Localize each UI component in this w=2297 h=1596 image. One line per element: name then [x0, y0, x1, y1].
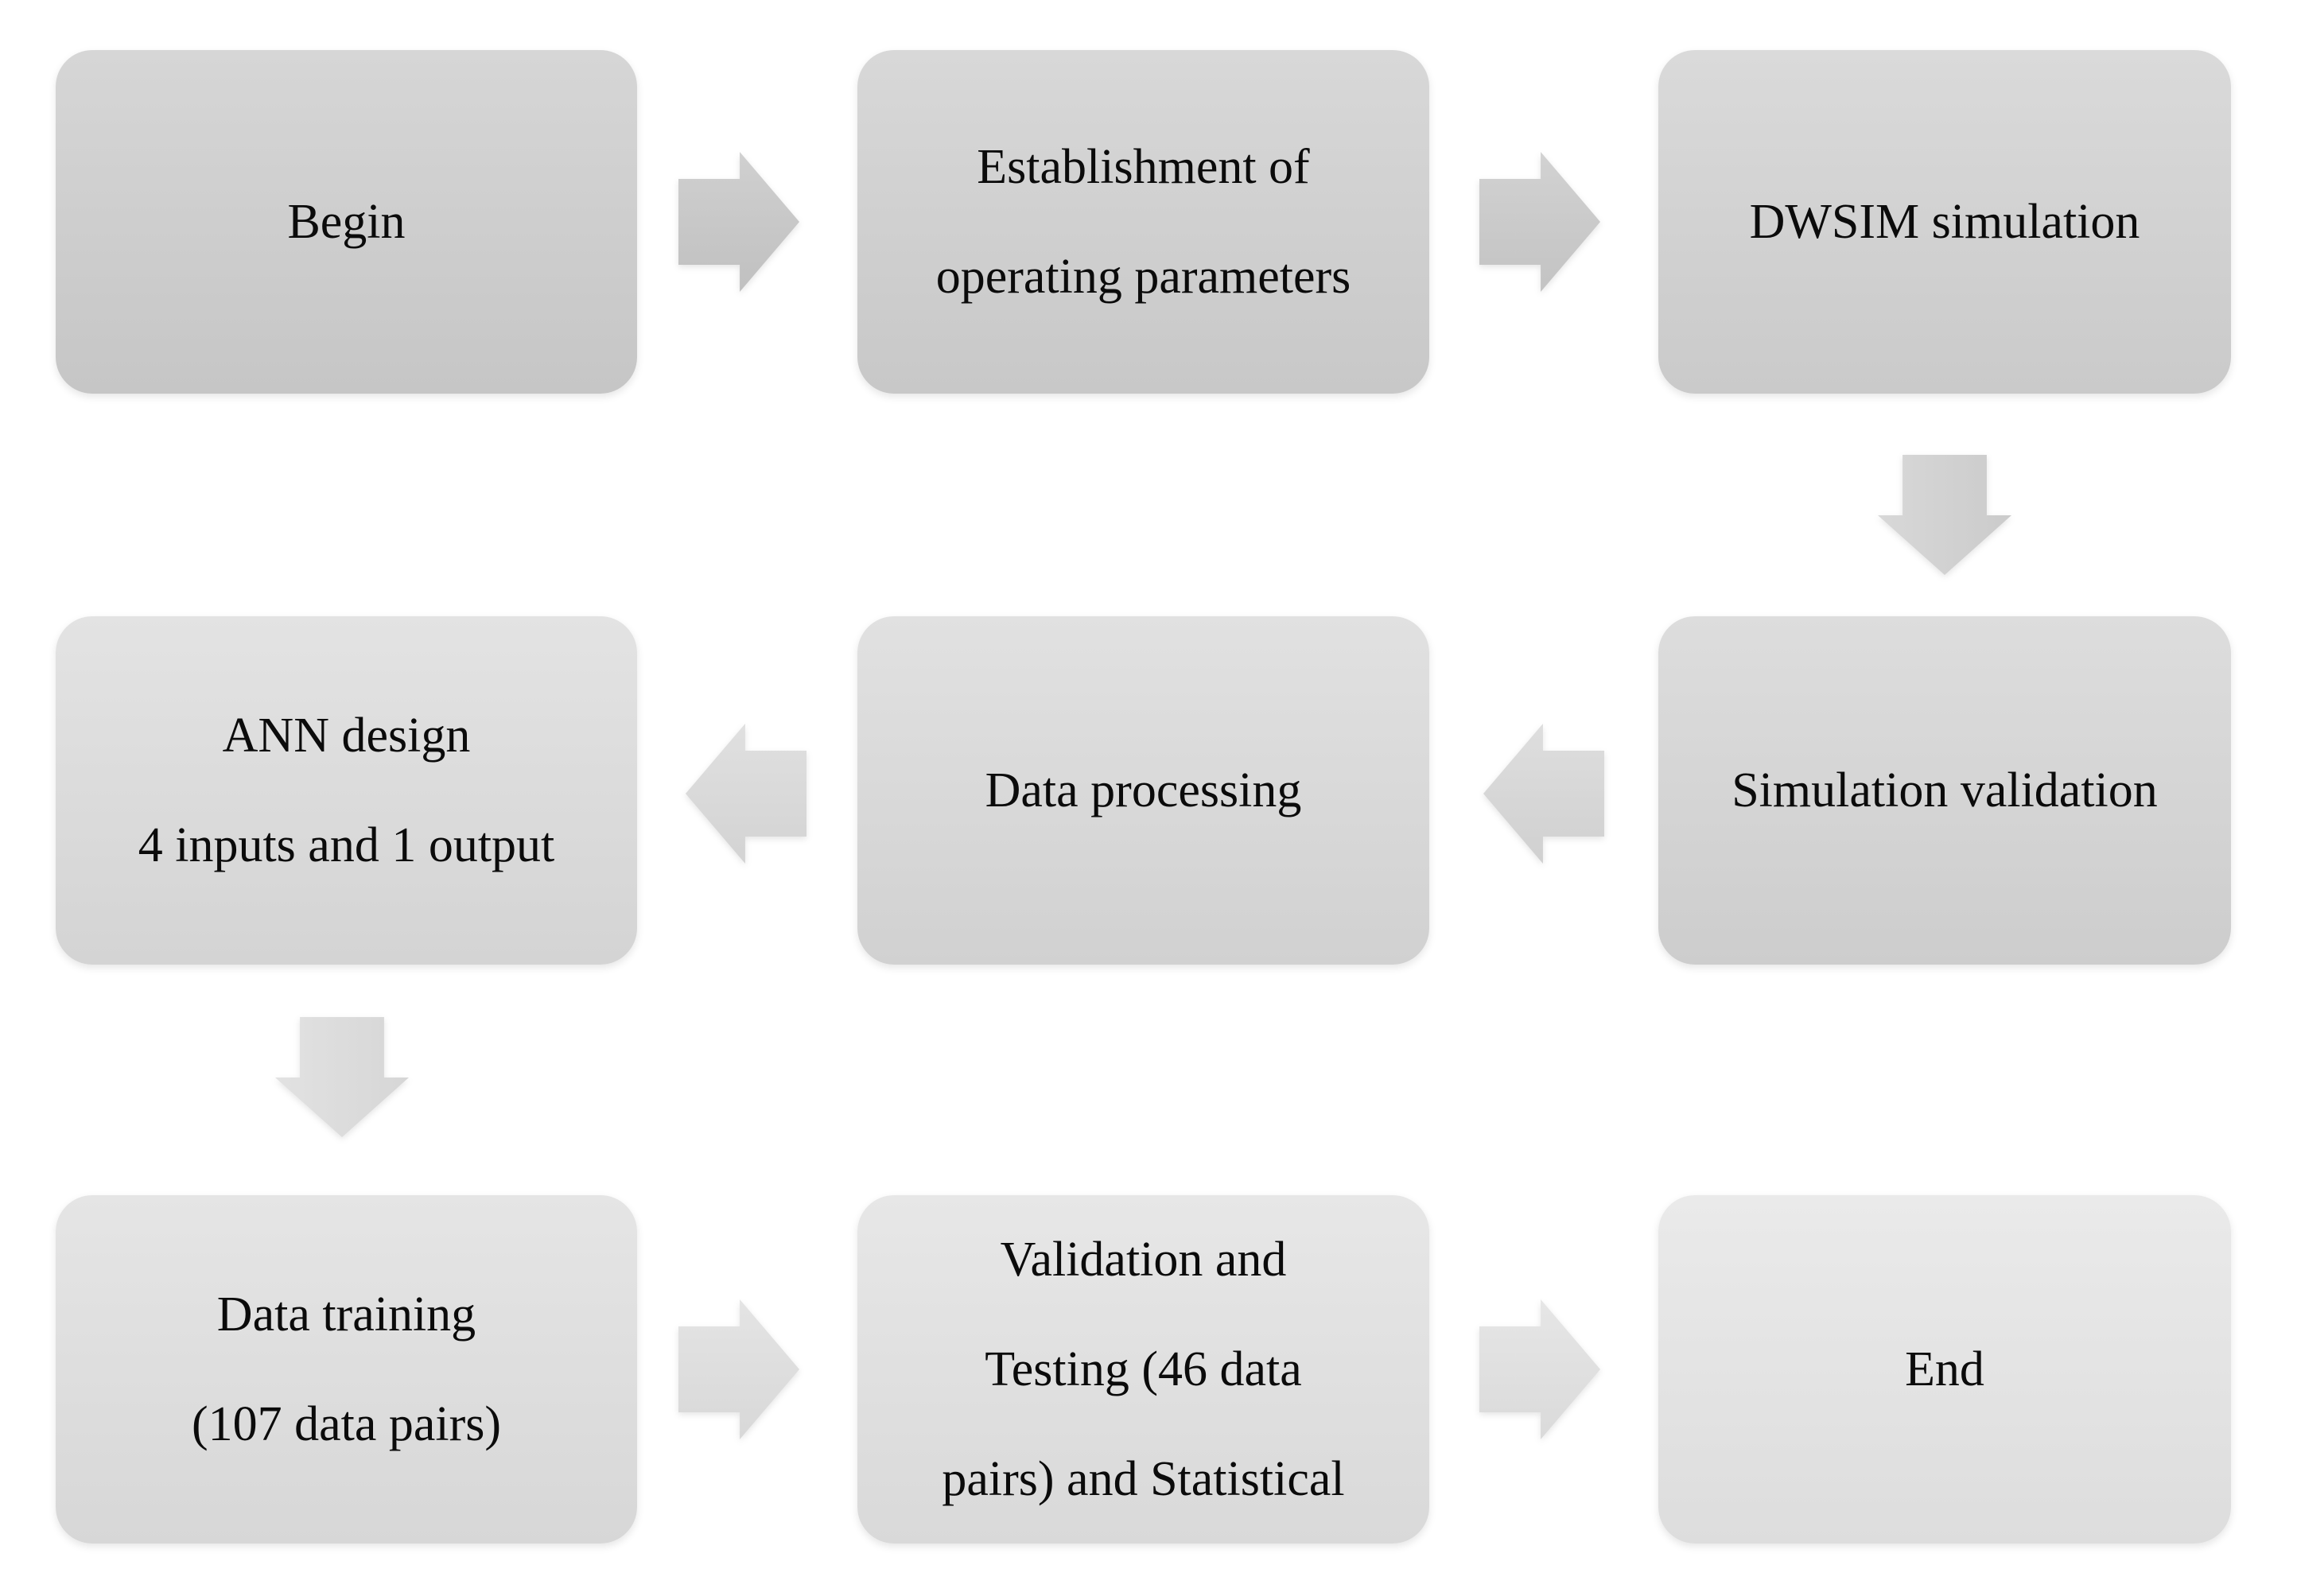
- arrow-data-training-to-validation-testing: [678, 1299, 799, 1439]
- arrow-left-icon: [686, 724, 806, 864]
- flow-box-label: DWSIM simulation: [1749, 195, 2140, 249]
- flow-box-label: Begin: [287, 195, 406, 249]
- flow-box-label: Data processing: [985, 763, 1302, 817]
- flow-box-label: Validation and: [1000, 1233, 1287, 1287]
- flow-box-data-processing: Data processing: [857, 616, 1429, 965]
- flow-box-begin: Begin: [56, 50, 637, 394]
- flow-box-establishment-of-operating-parameters: Establishment of operating parameters: [857, 50, 1429, 394]
- arrow-right-icon: [1479, 1299, 1600, 1439]
- arrow-right-icon: [1479, 152, 1600, 292]
- flow-box-label: Data training: [216, 1287, 476, 1342]
- flow-box-label: End: [1905, 1342, 1984, 1396]
- arrow-simulation-validation-to-data-processing: [1483, 724, 1604, 864]
- flow-box-ann-design: ANN design 4 inputs and 1 output: [56, 616, 637, 965]
- arrow-establishment-to-dwsim: [1479, 152, 1600, 292]
- flow-box-label: pairs) and Statistical: [942, 1452, 1345, 1506]
- arrow-validation-testing-to-end: [1479, 1299, 1600, 1439]
- arrow-begin-to-establishment: [678, 152, 799, 292]
- arrow-right-icon: [678, 1299, 799, 1439]
- flow-box-label: (107 data pairs): [191, 1397, 502, 1451]
- flow-box-label: ANN design: [222, 709, 471, 763]
- flow-box-label: Simulation validation: [1731, 763, 2158, 817]
- flow-box-simulation-validation: Simulation validation: [1658, 616, 2231, 965]
- flow-box-label: Testing (46 data: [985, 1342, 1302, 1396]
- flow-box-validation-testing-statistical: Validation and Testing (46 data pairs) a…: [857, 1195, 1429, 1544]
- flow-box-label: operating parameters: [935, 250, 1351, 304]
- flow-box-label: 4 inputs and 1 output: [138, 818, 555, 872]
- arrow-down-icon: [275, 1017, 409, 1137]
- flow-box-data-training: Data training (107 data pairs): [56, 1195, 637, 1544]
- arrow-down-icon: [1878, 455, 2011, 575]
- arrow-right-icon: [678, 152, 799, 292]
- flow-box-dwsim-simulation: DWSIM simulation: [1658, 50, 2231, 394]
- arrow-ann-design-to-data-training: [275, 1017, 409, 1137]
- flow-box-end: End: [1658, 1195, 2231, 1544]
- flow-box-label: Establishment of: [977, 140, 1310, 194]
- arrow-left-icon: [1483, 724, 1604, 864]
- arrow-dwsim-to-simulation-validation: [1878, 455, 2011, 575]
- arrow-data-processing-to-ann-design: [686, 724, 806, 864]
